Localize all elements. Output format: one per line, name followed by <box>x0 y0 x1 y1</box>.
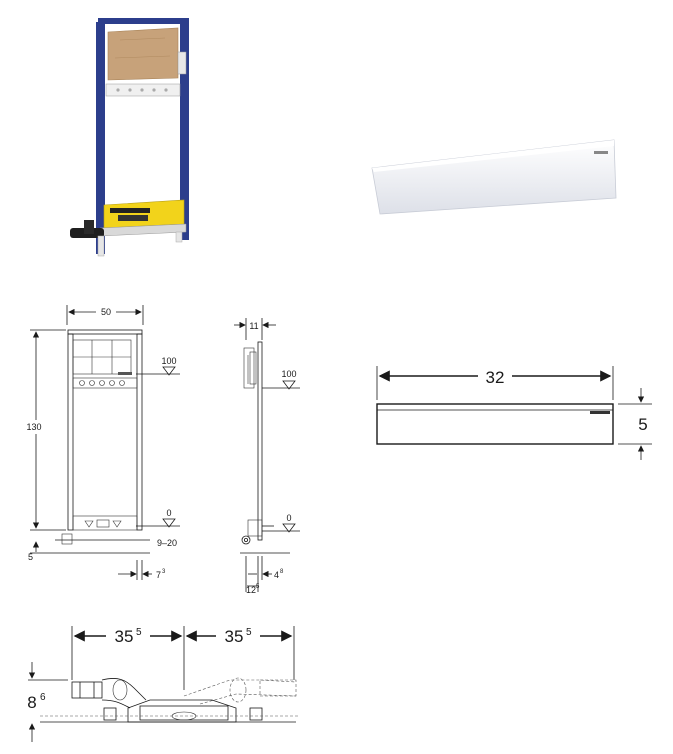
side-bottom-sup: 5 <box>256 584 260 590</box>
drain-left-label: 35 <box>115 627 134 646</box>
drain-right-label: 35 <box>225 627 244 646</box>
cover-plate-photo <box>371 139 617 215</box>
side-depth-label: 11 <box>249 321 258 331</box>
drain-right-sup: 5 <box>246 627 252 638</box>
front-bottom-offset-label: 5 <box>28 552 33 562</box>
drain-plan-drawing <box>28 624 300 742</box>
side-level-0-label: 0 <box>286 513 291 523</box>
front-level-100-label: 100 <box>161 356 176 366</box>
front-range-label: 9–20 <box>157 538 177 548</box>
drain-left-sup: 5 <box>136 627 142 638</box>
cover-width-label: 32 <box>486 368 505 387</box>
front-height-label: 130 <box>26 422 41 432</box>
side-level-100-label: 100 <box>281 369 296 379</box>
side-right-sup: 8 <box>280 569 284 575</box>
front-width-label: 50 <box>101 307 111 317</box>
front-foot-sup: 3 <box>162 569 166 575</box>
side-view-drawing <box>234 318 300 592</box>
front-view-drawing <box>26 305 180 580</box>
side-bottom-label: 12 <box>246 585 256 595</box>
drain-height-label: 8 <box>27 693 36 712</box>
front-level-0-label: 0 <box>166 508 171 518</box>
front-foot-label: 7 <box>156 570 161 580</box>
side-right-label: 4 <box>274 570 279 580</box>
drain-height-sup: 6 <box>40 692 46 703</box>
cover-height-label: 5 <box>638 415 647 434</box>
cover-plate-drawing <box>376 366 652 460</box>
installation-frame-photo <box>70 18 189 257</box>
